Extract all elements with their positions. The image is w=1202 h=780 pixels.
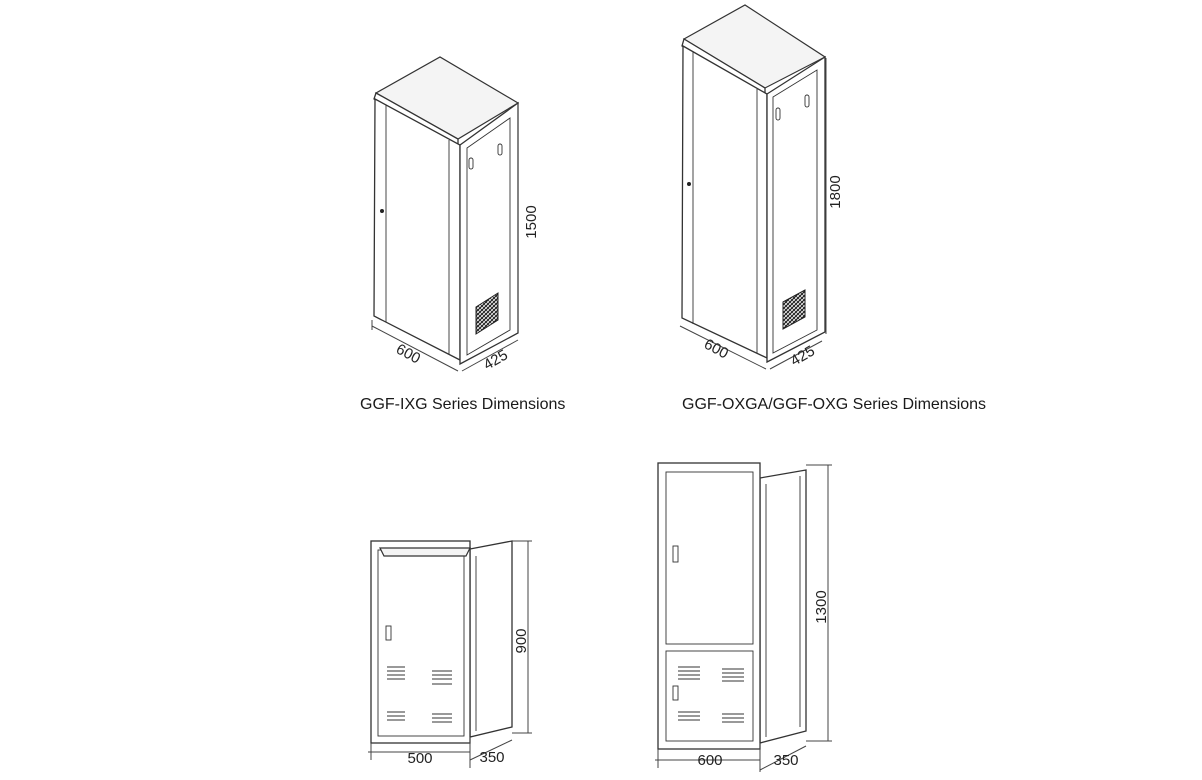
door-lock <box>380 209 384 213</box>
dim-depth-line <box>759 745 807 771</box>
handle <box>385 625 392 641</box>
handle <box>672 545 679 563</box>
handle <box>468 157 474 170</box>
dim-height-label: 1500 <box>523 205 540 238</box>
vent-slots <box>678 666 744 723</box>
dim-depth-label: 350 <box>773 752 798 769</box>
cabinet-front-door <box>681 44 768 360</box>
dim-depth-line <box>461 339 519 372</box>
dim-width-label: 600 <box>393 341 423 368</box>
cabinet-front-door <box>373 97 461 362</box>
dim-depth-label: 350 <box>479 749 504 766</box>
cabinet-front-frame <box>657 462 761 750</box>
dim-height-label: 1800 <box>827 175 844 208</box>
cabinet-oxg: 1800 600 425 <box>679 4 844 370</box>
vent-grille <box>782 289 806 330</box>
dim-depth-line <box>469 739 513 761</box>
caption-ixg-series: GGF-IXG Series Dimensions <box>360 396 566 413</box>
cabinet-ixg: 1500 600 425 <box>371 56 540 374</box>
handle <box>775 107 781 121</box>
dim-width-label: 500 <box>407 750 432 767</box>
dim-height-label: 900 <box>513 628 530 653</box>
cabinet-upper-door <box>665 471 754 645</box>
vent-grille <box>475 292 499 335</box>
cabinet-side <box>459 101 519 366</box>
cabinet-front-frame <box>370 540 471 744</box>
caption-oxg-series: GGF-OXGA/GGF-OXG Series Dimensions <box>682 396 987 413</box>
cabinet-lower-door <box>665 650 754 742</box>
cabinet-900: 900 500 350 <box>368 540 532 768</box>
vent-slots <box>387 666 452 723</box>
door-lock <box>687 182 691 186</box>
dim-height-label: 1300 <box>813 590 830 623</box>
dim-width-label: 600 <box>697 752 722 769</box>
cabinet-side <box>766 55 826 364</box>
cabinet-side <box>759 469 807 744</box>
dim-width-line <box>371 320 459 372</box>
cabinet-1300: 1300 600 350 <box>655 462 832 772</box>
